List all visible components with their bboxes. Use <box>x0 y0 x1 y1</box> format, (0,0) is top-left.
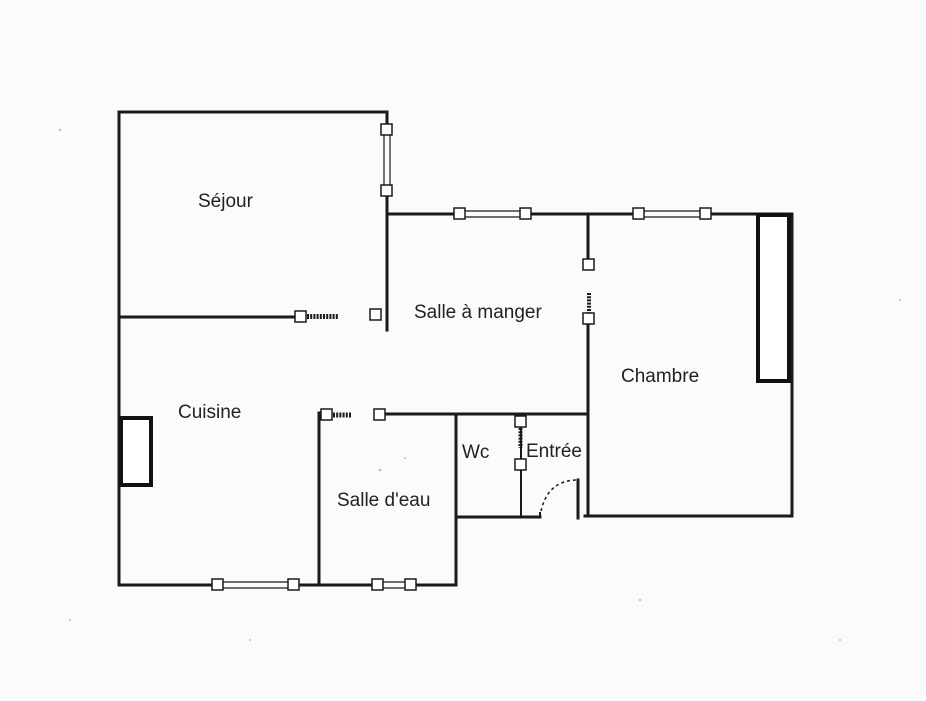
door-sejour-cuisine <box>294 310 338 323</box>
scan-noise <box>58 128 901 641</box>
room-label-salle-deau: Salle d'eau <box>337 490 430 511</box>
heaters <box>119 213 791 487</box>
room-label-wc: Wc <box>462 442 489 463</box>
room-labels: Séjour Salle à manger Chambre Cuisine Wc… <box>178 191 699 511</box>
room-label-entree: Entrée <box>526 441 582 462</box>
room-label-salle-a-manger: Salle à manger <box>414 302 542 323</box>
window-salle-deau <box>371 578 417 591</box>
door-jamb-sam-bottom <box>373 408 386 421</box>
room-label-cuisine: Cuisine <box>178 402 241 423</box>
doors <box>294 258 595 518</box>
room-label-chambre: Chambre <box>621 366 699 387</box>
walls <box>117 110 794 587</box>
window-chambre <box>632 207 712 220</box>
window-salle-a-manger <box>453 207 532 220</box>
door-jamb-chambre-upper <box>582 258 595 271</box>
window-cuisine <box>211 578 300 591</box>
door-wc <box>514 415 527 471</box>
door-jamb-sejour-sam <box>369 308 382 321</box>
door-cuisine-salle-deau <box>320 408 352 421</box>
radiator-cuisine <box>119 416 153 487</box>
window-sejour-right <box>380 123 393 197</box>
radiator-chambre <box>756 213 791 383</box>
door-chambre <box>582 293 595 325</box>
door-entree-swing <box>539 479 579 518</box>
windows <box>211 123 712 591</box>
room-label-sejour: Séjour <box>198 191 254 212</box>
